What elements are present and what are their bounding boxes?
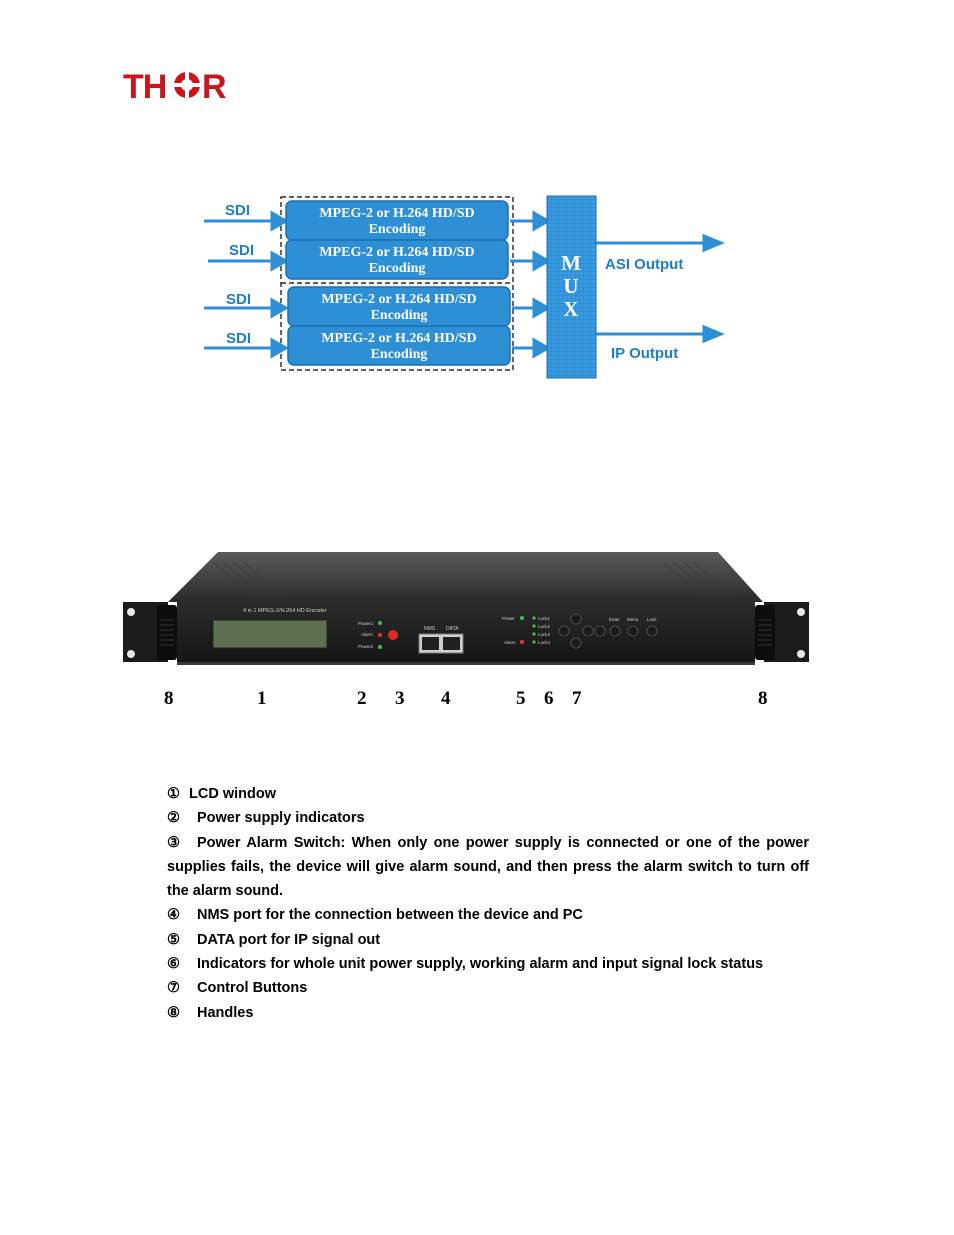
sdi-label-1: SDI	[225, 202, 250, 219]
svg-text:Encoding: Encoding	[371, 347, 428, 362]
callout-number: 8	[164, 688, 174, 709]
thor-logo: TH R	[123, 68, 235, 106]
svg-text:Lock3: Lock3	[538, 632, 551, 637]
svg-text:Power2: Power2	[358, 644, 374, 649]
lcd-window	[212, 619, 328, 649]
svg-text:Power1: Power1	[358, 621, 374, 626]
control-buttons	[558, 613, 658, 649]
left-handle	[157, 605, 177, 660]
data-port	[443, 637, 460, 650]
encoder-box-2: MPEG-2 or H.264 HD/SD Encoding	[285, 239, 509, 280]
svg-text:X: X	[563, 297, 578, 321]
svg-text:Lock: Lock	[647, 617, 657, 622]
svg-text:Lock2: Lock2	[538, 624, 551, 629]
callout-number: 7	[572, 688, 582, 709]
model-label: 4 in 1 MPEG-2/H.264 HD Encoder	[243, 608, 327, 614]
svg-text:Encoding: Encoding	[371, 308, 428, 323]
svg-text:Lock1: Lock1	[538, 616, 551, 621]
svg-text:MPEG-2 or H.264 HD/SD: MPEG-2 or H.264 HD/SD	[319, 206, 474, 221]
encoder-box-4: MPEG-2 or H.264 HD/SD Encoding	[287, 325, 511, 366]
svg-text:M: M	[561, 251, 581, 275]
svg-text:Alarm: Alarm	[361, 632, 373, 637]
legend-list: ① LCD window ② Power supply indicators ③…	[167, 782, 809, 1025]
svg-text:Alarm: Alarm	[504, 640, 516, 645]
svg-text:TH: TH	[123, 68, 166, 102]
svg-text:DATA: DATA	[446, 626, 459, 632]
svg-text:MPEG-2 or H.264 HD/SD: MPEG-2 or H.264 HD/SD	[321, 292, 476, 307]
svg-text:U: U	[563, 274, 578, 298]
svg-text:Lock4: Lock4	[538, 640, 551, 645]
svg-text:Encoding: Encoding	[369, 222, 426, 237]
list-item: ② Power supply indicators	[167, 810, 365, 827]
svg-text:Menu: Menu	[627, 617, 639, 622]
encoder-box-3: MPEG-2 or H.264 HD/SD Encoding	[287, 286, 511, 327]
callout-number: 3	[395, 688, 405, 709]
list-item: ① LCD window	[167, 786, 276, 802]
svg-text:NMS: NMS	[424, 626, 436, 632]
encoder-box-1: MPEG-2 or H.264 HD/SD Encoding	[285, 200, 509, 241]
sdi-label-2: SDI	[229, 242, 254, 259]
sdi-label-4: SDI	[226, 330, 251, 347]
list-item: ⑥ Indicators for whole unit power supply…	[167, 956, 764, 973]
list-item: ⑧ Handles	[167, 1004, 254, 1021]
svg-text:Enter: Enter	[609, 617, 620, 622]
asi-output-label: ASI Output	[605, 256, 683, 273]
ip-output-label: IP Output	[611, 345, 678, 362]
svg-text:Encoding: Encoding	[369, 261, 426, 276]
block-diagram: SDI SDI SDI SDI MPEG-2 or H.264 HD/SD En…	[200, 192, 730, 382]
callout-number: 8	[758, 688, 768, 709]
callout-number: 1	[257, 688, 267, 709]
mux-block: M U X	[546, 195, 597, 379]
callout-number: 5	[516, 688, 526, 709]
right-handle	[755, 605, 775, 660]
svg-text:MPEG-2 or H.264 HD/SD: MPEG-2 or H.264 HD/SD	[321, 331, 476, 346]
svg-text:MPEG-2 or H.264 HD/SD: MPEG-2 or H.264 HD/SD	[319, 245, 474, 260]
nms-port	[422, 637, 439, 650]
list-item: ⑤ DATA port for IP signal out	[167, 931, 381, 948]
callout-numbers: 8 1 2 3 4 5 6 7 8	[123, 688, 823, 716]
svg-text:R: R	[202, 68, 227, 102]
list-item: ④ NMS port for the connection between th…	[167, 907, 583, 924]
svg-text:Power: Power	[502, 616, 515, 621]
callout-number: 4	[441, 688, 451, 709]
sdi-label-3: SDI	[226, 291, 251, 308]
alarm-switch-button	[388, 630, 398, 640]
device-front-panel: 4 in 1 MPEG-2/H.264 HD Encoder Power1 Al…	[123, 550, 809, 668]
callout-number: 6	[544, 688, 554, 709]
callout-number: 2	[357, 688, 367, 709]
list-item: ⑦ Control Buttons	[167, 980, 308, 997]
